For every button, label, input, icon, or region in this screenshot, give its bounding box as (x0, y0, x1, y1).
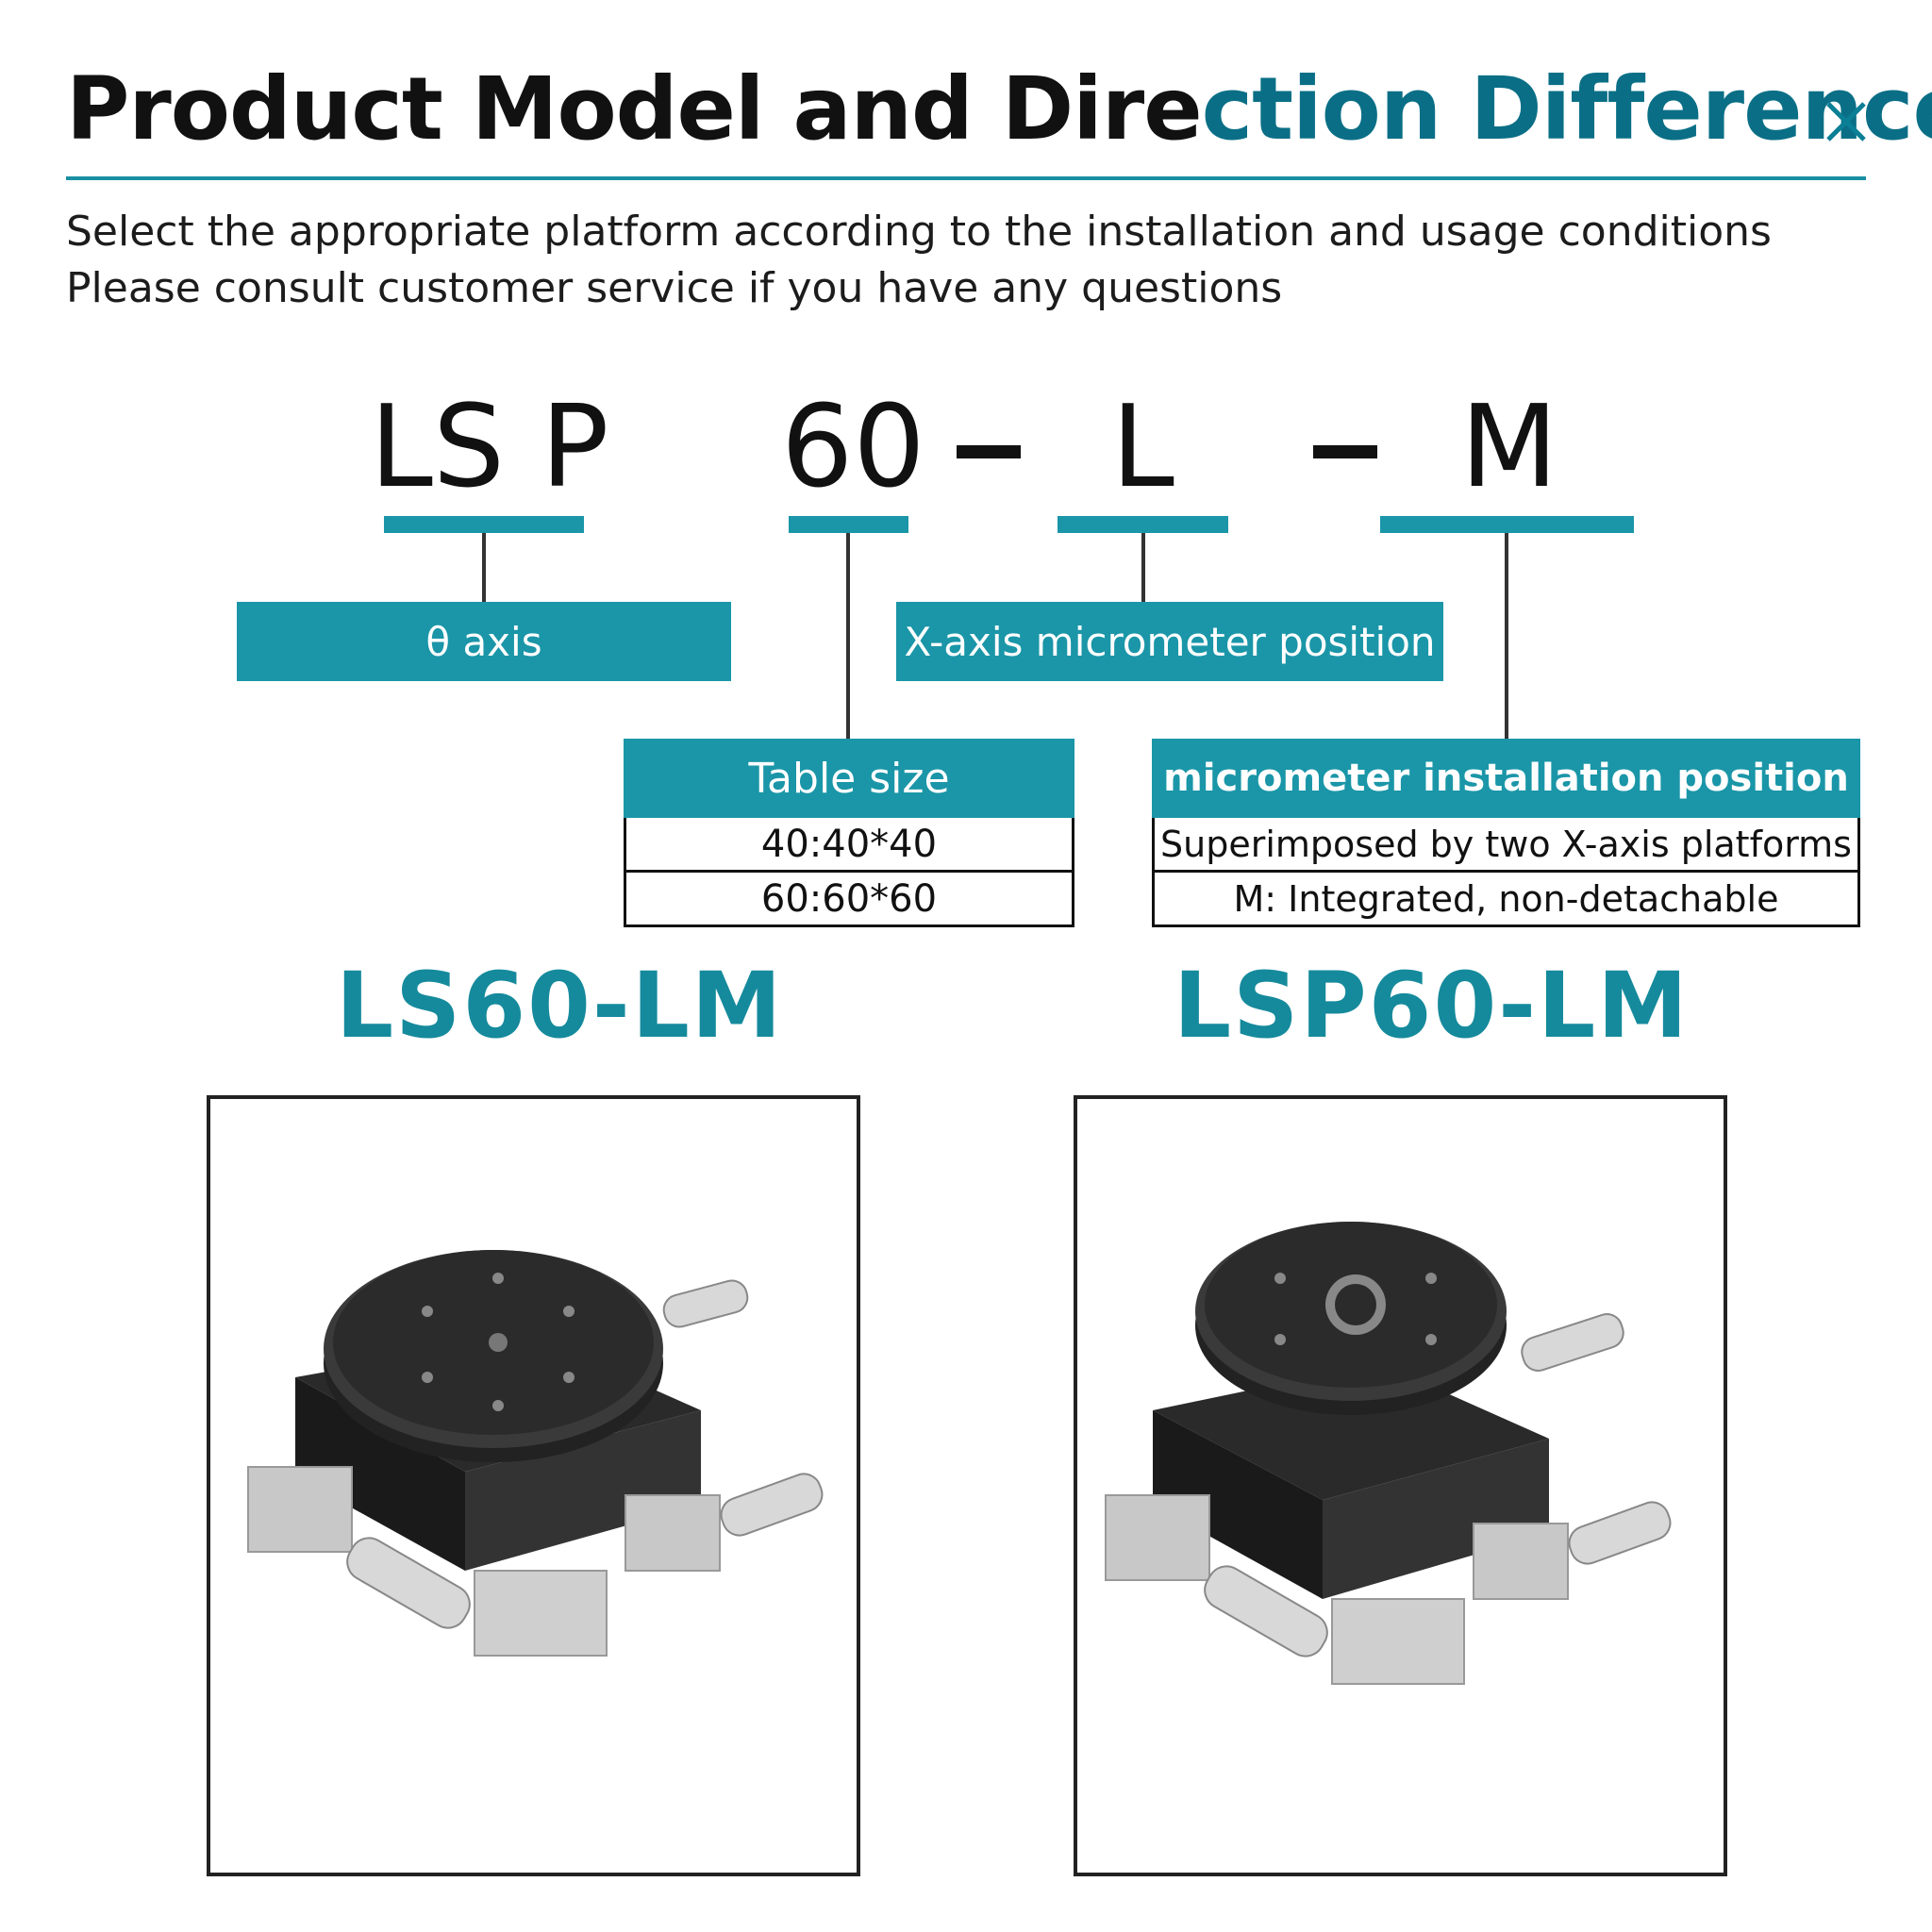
x-axis-position-label: X-axis micrometer position (896, 602, 1443, 681)
code-mount: M (1460, 382, 1558, 513)
title-part2: ction Difference (1201, 58, 1932, 159)
stage-illustration-right (1105, 1222, 1672, 1685)
theta-axis-label: θ axis (237, 602, 731, 681)
connector-size (846, 533, 850, 739)
underline-mount (1380, 516, 1634, 533)
table-size-row: 60:60*60 (624, 873, 1074, 927)
connector-mount (1505, 533, 1508, 739)
subtitle-line-1: Select the appropriate platform accordin… (66, 208, 1772, 256)
underline-position (1058, 516, 1228, 533)
model-name-right: LSP60-LM (1174, 953, 1690, 1058)
close-icon-svg (1826, 102, 1866, 142)
title-part1: Product Model and Dire (66, 58, 1203, 159)
page-title: Product Model and Direction Difference (66, 58, 1932, 159)
code-size: 60 (781, 382, 925, 513)
subtitle-line-2: Please consult customer service if you h… (66, 264, 1283, 312)
underline-series (384, 516, 584, 533)
micrometer-install-row: M: Integrated, non-detachable (1152, 873, 1860, 927)
table-size-header: Table size (624, 739, 1074, 818)
micrometer-install-row: Superimposed by two X-axis platforms (1152, 818, 1860, 873)
code-position: L (1111, 382, 1174, 513)
product-image-lsp60-lm (1074, 1095, 1727, 1876)
product-image-ls60-lm (207, 1095, 860, 1876)
stage-illustration-left (247, 1250, 824, 1657)
close-icon[interactable] (1819, 94, 1875, 151)
model-name-left: LS60-LM (336, 953, 784, 1058)
underline-size (789, 516, 908, 533)
code-dash-1 (957, 445, 1021, 458)
code-series: LS P (370, 382, 609, 513)
code-dash-2 (1313, 445, 1377, 458)
title-divider (66, 176, 1866, 180)
micrometer-install-header: micrometer installation position (1152, 739, 1860, 818)
table-size-row: 40:40*40 (624, 818, 1074, 873)
connector-series (482, 533, 486, 602)
connector-position (1141, 533, 1145, 602)
